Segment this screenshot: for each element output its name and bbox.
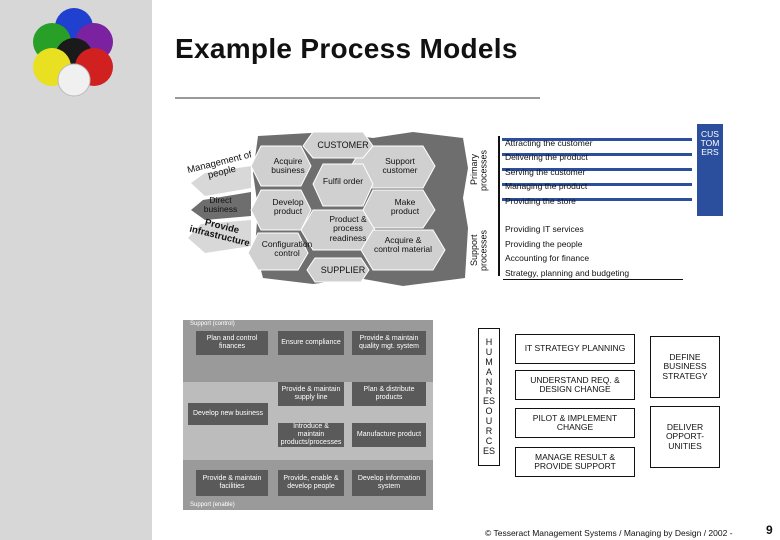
hex-direct-business: Direct business xyxy=(203,195,238,215)
primary-item-5: Providing the store xyxy=(505,196,576,206)
hex-customer: CUSTOMER xyxy=(317,140,369,150)
support-enable-label: Support (enable) xyxy=(190,502,235,508)
primary-item-1: Attracting the customer xyxy=(505,138,593,148)
manufacture-product: Manufacture product xyxy=(352,423,426,447)
hex-diagram xyxy=(188,131,468,286)
plan-distribute: Plan & distribute products xyxy=(352,382,426,406)
provide-maintain-quality: Provide & maintain quality mgt. system xyxy=(352,331,426,355)
customers-box xyxy=(697,124,723,216)
hex-product-readiness: Product & process readiness xyxy=(329,214,367,243)
primary-processes-label: Primary processes xyxy=(469,149,489,191)
support-item-4: Strategy, planning and budgeting xyxy=(505,268,630,278)
support-item-2: Providing the people xyxy=(505,239,583,249)
provide-enable-people: Provide, enable & develop people xyxy=(278,470,344,496)
hex-develop-product: Develop product xyxy=(272,197,304,217)
hex-make-product: Make product xyxy=(390,197,420,217)
support-processes-label: Support processes xyxy=(469,229,489,271)
support-item-1: Providing IT services xyxy=(505,224,584,234)
provide-maintain-supply: Provide & maintain supply line xyxy=(278,382,344,406)
title-divider xyxy=(175,97,540,99)
introduce-maintain: Introduce & maintain products/processes xyxy=(278,423,344,447)
customers-label: CUSTOMERS xyxy=(700,129,720,157)
hr-pilot-implement: PILOT & IMPLEMENT CHANGE xyxy=(515,408,635,438)
hex-support-customer: Support customer xyxy=(382,156,418,176)
hex-acquire-material: Acquire & control material xyxy=(373,235,433,255)
hr-understand-req: UNDERSTAND REQ. & DESIGN CHANGE xyxy=(515,370,635,400)
support-control-label: Support (control) xyxy=(190,321,235,327)
hex-fulfil-order: Fulfil order xyxy=(322,176,364,186)
hr-it-strategy: IT STRATEGY PLANNING xyxy=(515,334,635,364)
develop-info-system: Develop information system xyxy=(352,470,426,496)
support-underline xyxy=(503,279,683,280)
page-number: 9 xyxy=(766,523,773,537)
hr-manage-result: MANAGE RESULT & PROVIDE SUPPORT xyxy=(515,447,635,477)
hex-acquire-business: Acquire business xyxy=(271,156,305,176)
right-bracket xyxy=(498,136,500,276)
primary-item-4: Managing the product xyxy=(505,181,588,191)
provide-maintain-facilities: Provide & maintain facilities xyxy=(196,470,268,496)
primary-arrows xyxy=(502,138,692,201)
logo xyxy=(33,8,113,97)
hr-define-strategy: DEFINE BUSINESS STRATEGY xyxy=(650,336,720,398)
primary-item-3: Serving the customer xyxy=(505,167,586,177)
support-item-3: Accounting for finance xyxy=(505,253,590,263)
plan-control-finances: Plan and control finances xyxy=(196,331,268,355)
hr-box xyxy=(478,328,500,466)
hex-supplier: SUPPLIER xyxy=(320,265,366,275)
footer-copyright: © Tesseract Management Systems / Managin… xyxy=(485,528,733,538)
primary-item-2: Delivering the product xyxy=(505,152,588,162)
hex-configuration-control: Configuration control xyxy=(261,239,313,259)
develop-new-business: Develop new business xyxy=(188,403,268,425)
hr-deliver-opportunities: DELIVER OPPORT-UNITIES xyxy=(650,406,720,468)
hr-label: HUMANRESOURCES xyxy=(483,337,496,456)
page-title: Example Process Models xyxy=(175,33,518,64)
ensure-compliance: Ensure compliance xyxy=(278,331,344,355)
